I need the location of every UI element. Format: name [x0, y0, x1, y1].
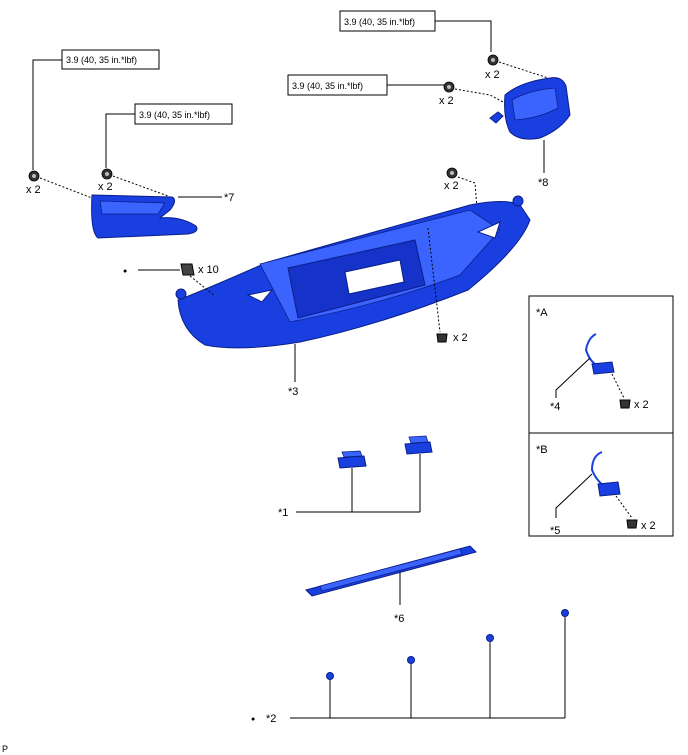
part-label: *6: [394, 613, 404, 625]
screw-icon: [619, 399, 631, 409]
qty-label: x 2: [444, 180, 459, 192]
bullet-mark: ●: [123, 268, 127, 275]
qty-label: x 2: [641, 520, 656, 532]
torque-callout-left-outer: 3.9 (40, 35 in.*lbf): [32, 49, 160, 170]
part-4-sensor: [591, 361, 615, 375]
install-path: [112, 175, 169, 197]
torque-callout-top-right: 3.9 (40, 35 in.*lbf): [339, 10, 492, 52]
part-label: *1: [278, 507, 288, 519]
install-path: [39, 177, 93, 199]
part-5-sensor: [597, 481, 621, 497]
nut-mid-right: x 2: [439, 81, 506, 107]
lamp-left: [337, 455, 367, 469]
install-path: [454, 88, 506, 104]
nut-left-outer: x 2: [26, 170, 93, 199]
view-label-a: *A: [536, 307, 548, 319]
part-7-rear-reflector-left: *7: [91, 192, 234, 239]
leader-line: [435, 20, 492, 52]
torque-callout-mid-right: 3.9 (40, 35 in.*lbf): [287, 74, 444, 96]
part-label: *3: [288, 386, 298, 398]
wire-harness-5: [590, 451, 605, 487]
corner-mark: P: [2, 744, 8, 754]
nut-left-inner: x 2: [98, 168, 169, 197]
qty-label: x 2: [26, 184, 41, 196]
part-6-garnish: *6: [305, 545, 477, 625]
lamp-right: [404, 441, 433, 455]
torque-text: 3.9 (40, 35 in.*lbf): [66, 55, 137, 65]
install-path: [615, 495, 633, 519]
qty-label: x 2: [439, 95, 454, 107]
qty-label: x 2: [98, 181, 113, 193]
plate-opening: [344, 259, 405, 295]
part-8-rear-reflector-right: *8: [489, 77, 571, 189]
nut-bumper-top: x 2: [444, 167, 478, 209]
leader-line: [555, 357, 591, 398]
screw-icon: [626, 519, 638, 529]
leader-line: [32, 59, 62, 170]
qty-label: x 10: [198, 264, 219, 276]
clip-icon: [180, 263, 195, 276]
part-label: *2: [266, 713, 276, 725]
inset-box: *A *B *4 x 2 *5 x 2: [528, 295, 674, 537]
install-path: [457, 176, 478, 209]
part-label: *5: [550, 525, 560, 537]
clip-group: ● x 10: [123, 263, 219, 297]
install-path: [498, 61, 549, 79]
part-label: *7: [224, 192, 234, 204]
install-path: [189, 275, 216, 297]
connector-icon: [489, 111, 504, 124]
part-2-clips: ● *2: [251, 609, 569, 725]
part-label: *4: [550, 401, 560, 413]
part-1-license-lamps: *1: [278, 435, 433, 519]
screw-bumper: x 2: [427, 227, 468, 344]
leader-line: [105, 113, 135, 168]
install-path: [611, 373, 625, 399]
torque-text: 3.9 (40, 35 in.*lbf): [292, 81, 363, 91]
qty-label: x 2: [453, 332, 468, 344]
leader-line: [555, 473, 593, 518]
bullet-mark: ●: [251, 716, 255, 723]
clip-icon: [561, 609, 569, 617]
wire-harness-4: [584, 333, 599, 367]
view-label-b: *B: [536, 444, 548, 456]
torque-callout-left-inner: 3.9 (40, 35 in.*lbf): [105, 103, 233, 168]
clip-icon: [326, 672, 334, 680]
part-3-rear-bumper-cover: *3: [175, 195, 531, 398]
clip-icon: [486, 634, 494, 642]
qty-label: x 2: [485, 69, 500, 81]
qty-label: x 2: [634, 399, 649, 411]
torque-text: 3.9 (40, 35 in.*lbf): [344, 17, 415, 27]
clip-icon: [407, 656, 415, 664]
screw-icon: [436, 333, 448, 343]
torque-text: 3.9 (40, 35 in.*lbf): [139, 110, 210, 120]
part-label: *8: [538, 177, 548, 189]
nut-top-right: x 2: [485, 54, 549, 81]
install-path: [427, 227, 441, 333]
